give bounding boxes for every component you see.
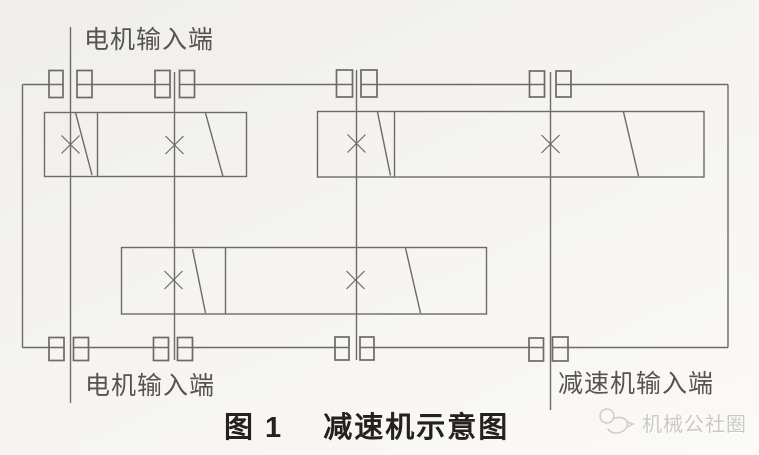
coupling-block (154, 69, 171, 99)
housing-outline (21, 83, 729, 349)
gearbox-1-body (43, 111, 248, 178)
couplings-bottom-row (48, 336, 569, 362)
coupling-block (48, 336, 65, 362)
motor-input-label-top: 电机输入端 (84, 27, 215, 54)
coupling-block (359, 336, 375, 361)
figure-title: 减速机示意图 (323, 412, 510, 444)
gear-diagonal (191, 248, 207, 314)
watermark-text: 机械公社圈 (642, 413, 747, 436)
coupling-block (48, 69, 64, 99)
shafts (69, 27, 552, 410)
coupling-block (335, 69, 354, 98)
coupling-block (528, 70, 546, 98)
gear-diagonal (376, 111, 392, 176)
gearbox-top-left (43, 111, 248, 178)
motor-input-label-bottom: 电机输入端 (85, 373, 216, 400)
coupling-block (152, 336, 170, 362)
coupling-block (176, 336, 194, 362)
gearbox-middle (120, 246, 488, 315)
coupling-block (551, 336, 569, 362)
watermark: 机械公社圈 (596, 405, 747, 439)
reducer-input-label: 减速机输入端 (558, 371, 715, 398)
bearing-cross-mark (541, 134, 560, 154)
chick-sketch-icon (599, 408, 636, 434)
figure-caption: 图 1 减速机示意图 (224, 414, 509, 443)
couplings-top-row (48, 69, 572, 99)
bearing-cross-mark (165, 135, 184, 155)
coupling-block (178, 69, 196, 99)
gearbox-3-body (120, 246, 488, 315)
gearbox-top-right (316, 110, 705, 178)
gear-diagonal (622, 111, 640, 177)
gearbox-2-body (316, 110, 705, 178)
coupling-block (555, 70, 572, 98)
bearing-cross-mark (347, 134, 366, 153)
figure-number: 图 1 (224, 412, 284, 444)
bearing-cross-mark (346, 270, 365, 290)
coupling-block (360, 69, 378, 98)
gear-diagonal (204, 112, 224, 177)
coupling-block (76, 69, 93, 99)
coupling-block (334, 336, 350, 361)
bearing-cross-mark (164, 270, 183, 290)
gear-diagonal (74, 112, 93, 176)
bearing-cross-mark (61, 135, 80, 154)
coupling-block (528, 337, 545, 362)
gear-diagonal (404, 247, 422, 314)
coupling-block (72, 336, 90, 362)
